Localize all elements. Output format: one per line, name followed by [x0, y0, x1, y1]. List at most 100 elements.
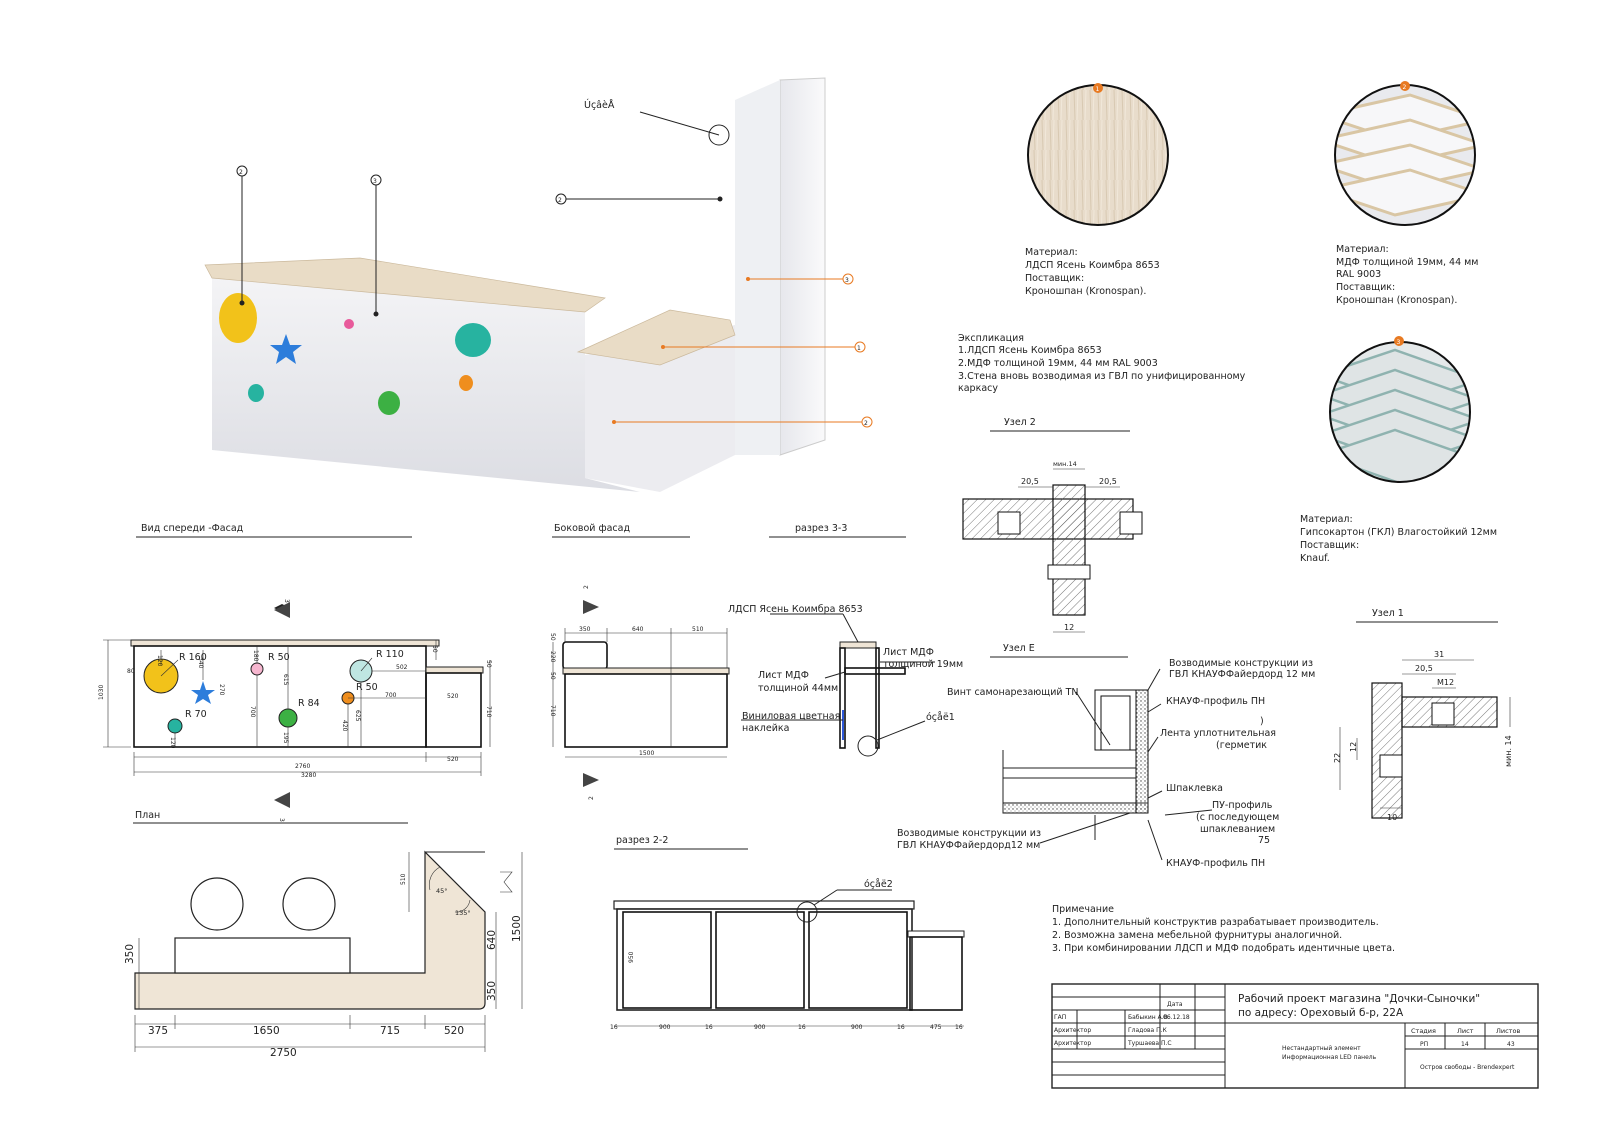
dim-label: 270 [218, 684, 225, 696]
dim-label: 135° [455, 909, 471, 917]
callout-top-label: ÚçâèÅ [584, 99, 615, 111]
tb-header: Стадия [1411, 1027, 1436, 1035]
node-e-label: шпаклеванием [1200, 824, 1275, 835]
dim-label: R 84 [298, 698, 320, 709]
section-label: Лист МДФ [883, 647, 934, 658]
node-e-label: ПУ-профиль [1212, 800, 1273, 811]
heading-section-3-3: разрез 3-3 [795, 523, 847, 534]
side-view: 2 2 350 640 510 1500 50 220 50 710 [549, 585, 730, 800]
tb-role: ГАП [1054, 1014, 1066, 1021]
dim-label: 950 [628, 951, 635, 963]
tb-header: Листов [1496, 1027, 1520, 1035]
dim-label: 710 [485, 706, 492, 718]
tb-date-header: Дата [1167, 1001, 1183, 1008]
dim-label: 375 [148, 1025, 168, 1037]
dim-label: 16 [955, 1024, 963, 1031]
swatch-caption: Материал: [1300, 514, 1353, 525]
explication-line: 3.Стена вновь возводимая из ГВЛ по унифи… [958, 371, 1246, 382]
tb-date: 06.12.18 [1163, 1014, 1190, 1021]
note-line: 3. При комбинировании ЛДСП и МДФ подобра… [1052, 943, 1395, 954]
node-e-label: (с последующем [1196, 812, 1279, 823]
section-label: толщиной 44мм [758, 683, 838, 694]
node-e-label: ГВЛ КНАУФФайердорд12 мм [897, 840, 1040, 851]
heading-section-2-2: разрез 2-2 [616, 835, 668, 846]
explication-line: 1.ЛДСП Ясень Коимбра 8653 [958, 345, 1102, 356]
node-e-label: ГВЛ КНАУФФайердорд 12 мм [1169, 669, 1315, 680]
swatch-marker: 1 [1096, 86, 1100, 93]
node-e-label: (герметик [1216, 740, 1267, 751]
plan-view: 45° 135° 375 1650 715 520 2750 350 510 6… [124, 850, 523, 1059]
dim-label: 520 [447, 693, 459, 700]
note-line: 1. Дополнительный конструктив разрабатыв… [1052, 917, 1379, 928]
node-e-label: КНАУФ-профиль ПН [1166, 696, 1265, 707]
swatch-caption: ЛДСП Ясень Коимбра 8653 [1025, 260, 1160, 271]
swatch-caption: Материал: [1025, 247, 1078, 258]
dim-label: мин. 14 [1504, 735, 1513, 767]
tb-role: Архитектор [1054, 1040, 1091, 1047]
swatch-1: 1 Материал: ЛДСП Ясень Коимбра 8653 Пост… [1025, 83, 1169, 297]
dim-label: 2760 [295, 763, 310, 770]
dim-label: 502 [396, 664, 408, 671]
notes: Примечание 1. Дополнительный конструктив… [1052, 904, 1395, 954]
swatch-caption: Поставщик: [1025, 273, 1084, 284]
section-label: óçåë2 [864, 879, 893, 890]
callout-number: 3 [845, 277, 849, 284]
heading-front-view: Вид спереди -Фасад [141, 523, 244, 534]
project-title: Рабочий проект магазина "Дочки-Сыночки" [1238, 993, 1480, 1005]
dim-label: 710 [549, 705, 556, 717]
dim-label: 1650 [253, 1025, 280, 1037]
dim-label: 615 [282, 674, 289, 686]
dim-label: 195 [282, 732, 289, 744]
section-mark: 3 [278, 818, 285, 822]
swatch-caption: Кроношпан (Kronospan). [1336, 295, 1457, 306]
node-e-label: 75 [1258, 835, 1270, 846]
swatch-caption: МДФ толщиной 19мм, 44 мм [1336, 257, 1478, 268]
tb-value: 14 [1461, 1041, 1469, 1048]
section-label: ЛДСП Ясень Коимбра 8653 [728, 604, 863, 615]
title-block: Рабочий проект магазина "Дочки-Сыночки" … [1051, 983, 1539, 1089]
dim-label: 12 [1349, 742, 1358, 752]
section-label: óçåë1 [926, 712, 955, 723]
dim-label: 510 [692, 626, 704, 633]
dim-label: R 50 [268, 652, 290, 663]
dim-label: 50 [485, 660, 492, 668]
dim-label: 900 [851, 1024, 863, 1031]
dim-label: R 70 [185, 709, 207, 720]
section-headings: Вид спереди -Фасад Боковой фасад разрез … [133, 417, 1498, 850]
swatch-caption: RAL 9003 [1336, 269, 1381, 280]
dim-label: 900 [754, 1024, 766, 1031]
dim-label: 625 [354, 710, 361, 722]
project-address: по адресу: Ореховый б-р, 22А [1238, 1007, 1404, 1019]
section-label: Лист МДФ [758, 670, 809, 681]
heading-node-1: Узел 1 [1372, 608, 1404, 619]
heading-node-2: Узел 2 [1004, 417, 1036, 428]
dim-label: 20,5 [1415, 664, 1433, 673]
section-label: наклейка [742, 723, 789, 734]
explication-line: Экспликация [958, 333, 1024, 344]
dim-label: 640 [486, 930, 498, 950]
dim-label: 1030 [98, 685, 105, 700]
dim-label: 700 [249, 706, 256, 718]
node-e-label: Шпаклевка [1166, 783, 1223, 794]
dim-label: 120 [156, 655, 163, 667]
dim-label: 16 [705, 1024, 713, 1031]
swatch-caption: Поставщик: [1336, 282, 1395, 293]
dim-label: 50 [431, 645, 438, 653]
dim-label: 350 [124, 944, 136, 964]
node-e-label: КНАУФ-профиль ПН [1166, 858, 1265, 869]
dim-label: 2750 [270, 1047, 297, 1059]
tb-name: Туршаева П.С [1127, 1040, 1172, 1047]
dim-label: 715 [380, 1025, 400, 1037]
tb-header: Лист [1457, 1027, 1474, 1035]
heading-node-e: Узел Е [1003, 643, 1035, 654]
section-2-2: óçåë2 900 900 900 475 16 16 16 16 16 950 [610, 879, 965, 1031]
dim-label: 640 [632, 626, 644, 633]
tb-value: 43 [1507, 1041, 1515, 1048]
note-line: Примечание [1052, 904, 1114, 915]
swatch-marker: 2 [1403, 84, 1407, 91]
dim-label: 10 [1387, 813, 1397, 822]
explication: Экспликация 1.ЛДСП Ясень Коимбра 8653 2.… [958, 333, 1246, 394]
dim-label: 900 [659, 1024, 671, 1031]
